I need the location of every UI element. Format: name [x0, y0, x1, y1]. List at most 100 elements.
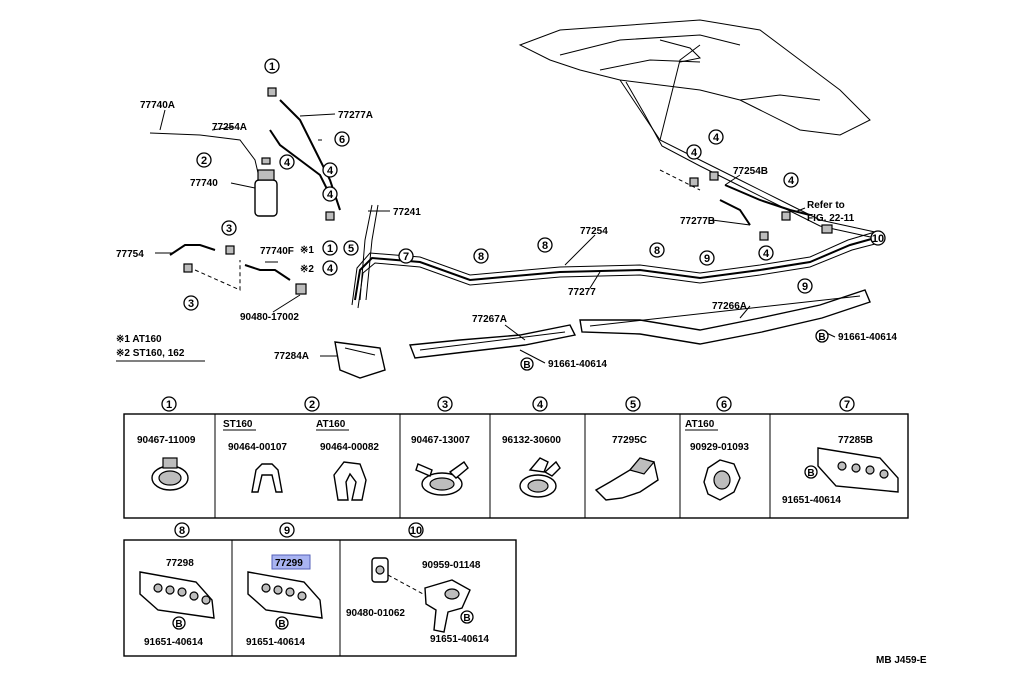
- diagram-circle-markers: 1 2 4 6 4 4 3 5 7 1 4 3 8 8 8 9 9 10 4 4…: [183, 58, 886, 371]
- table-num-6: 6: [716, 396, 732, 412]
- svg-text:10: 10: [410, 525, 422, 537]
- part-90464-00107: 90464-00107: [228, 442, 287, 453]
- table-num-8: 8: [174, 522, 190, 538]
- part-90467-11009: 90467-11009: [137, 435, 196, 446]
- clamp-block-8-icon: [139, 571, 215, 619]
- callout-77266A: 77266A: [712, 301, 747, 312]
- marker-8c: 8: [649, 242, 665, 258]
- vehicle-floor-outline: [518, 19, 871, 136]
- callout-77267A: 77267A: [472, 314, 507, 325]
- table-num-9: 9: [279, 522, 295, 538]
- svg-text:B: B: [278, 619, 285, 630]
- marker-4a: 4: [279, 154, 295, 170]
- marker-4d: 4: [322, 260, 338, 276]
- part-90480-01062: 90480-01062: [346, 608, 405, 619]
- marker-4h: 4: [758, 245, 774, 261]
- charcoal-canister: [254, 179, 278, 217]
- table-num-5: 5: [625, 396, 641, 412]
- fuel-line-bundle: [351, 44, 876, 309]
- highlight-77299: [271, 554, 311, 570]
- svg-text:B: B: [523, 360, 530, 371]
- marker-4b: 4: [322, 162, 338, 178]
- marker-4g: 4: [783, 172, 799, 188]
- bolt-marker-a: B: [520, 357, 534, 371]
- part-90959-01148: 90959-01148: [422, 560, 481, 571]
- protector-77266A: [579, 289, 871, 345]
- svg-text:9: 9: [802, 281, 808, 293]
- star1-mark: ※1: [300, 245, 314, 256]
- svg-text:8: 8: [654, 245, 660, 257]
- part-91651-40614-8: 91651-40614: [144, 637, 203, 648]
- marker-3a: 3: [221, 220, 237, 236]
- svg-text:10: 10: [872, 233, 884, 245]
- marker-9a: 9: [699, 250, 715, 266]
- svg-text:4: 4: [713, 132, 720, 144]
- callout-fig-22-11: FIG. 22-11: [807, 213, 855, 224]
- note-star2: ※2 ST160, 162: [116, 348, 185, 359]
- table-num-2: 2: [304, 396, 320, 412]
- marker-2: 2: [196, 152, 212, 168]
- svg-text:5: 5: [348, 243, 354, 255]
- star2-mark: ※2: [300, 264, 314, 275]
- clamp-10-icon: [424, 579, 471, 633]
- bolt-marker-7: B: [804, 465, 818, 479]
- svg-text:4: 4: [763, 248, 770, 260]
- part-91651-40614-9: 91651-40614: [246, 637, 305, 648]
- bolt-marker-b: B: [815, 329, 829, 343]
- table-num-1: 1: [161, 396, 177, 412]
- svg-text:B: B: [175, 619, 182, 630]
- callout-77254B: 77254B: [733, 166, 768, 177]
- clamp-block-9-icon: [247, 571, 323, 619]
- marker-8a: 8: [473, 248, 489, 264]
- svg-text:4: 4: [537, 399, 544, 411]
- svg-text:B: B: [807, 468, 814, 479]
- part-90464-00082: 90464-00082: [320, 442, 379, 453]
- figure-code: MB J459-E: [876, 655, 927, 666]
- marker-7: 7: [398, 248, 414, 264]
- callout-77277: 77277: [568, 287, 596, 298]
- callout-77740F: 77740F: [260, 246, 294, 257]
- svg-text:3: 3: [442, 399, 448, 411]
- svg-text:9: 9: [704, 253, 710, 265]
- marker-4e: 4: [708, 129, 724, 145]
- bolt-marker-8: B: [172, 616, 186, 630]
- callout-77754: 77754: [116, 249, 144, 260]
- part-77298: 77298: [166, 558, 194, 569]
- header-st160: ST160: [223, 419, 253, 430]
- header-at160-b: AT160: [685, 419, 715, 430]
- part-90467-13007: 90467-13007: [411, 435, 470, 446]
- table-num-4: 4: [532, 396, 548, 412]
- callout-77284A: 77284A: [274, 351, 309, 362]
- svg-text:6: 6: [721, 399, 727, 411]
- svg-text:6: 6: [339, 134, 345, 146]
- svg-text:3: 3: [188, 298, 194, 310]
- marker-1: 1: [264, 58, 280, 74]
- callout-77277B: 77277B: [680, 216, 715, 227]
- part-77299: 77299: [275, 558, 303, 569]
- svg-text:8: 8: [478, 251, 484, 263]
- part-91651-40614-7: 91651-40614: [782, 495, 841, 506]
- svg-text:4: 4: [327, 263, 334, 275]
- svg-text:4: 4: [284, 157, 291, 169]
- callout-90480-17002: 90480-17002: [240, 312, 299, 323]
- callout-91661-40614-b: 91661-40614: [838, 332, 897, 343]
- part-96132-30600: 96132-30600: [502, 435, 561, 446]
- callout-77254: 77254: [580, 226, 608, 237]
- marker-3b: 3: [183, 295, 199, 311]
- table-num-10: 10: [408, 522, 424, 538]
- svg-text:3: 3: [226, 223, 232, 235]
- marker-1b: 1: [322, 240, 338, 256]
- callout-91661-40614-a: 91661-40614: [548, 359, 607, 370]
- protector-77284A: [334, 341, 386, 379]
- marker-9b: 9: [797, 278, 813, 294]
- left-hose-assembly: [149, 87, 341, 295]
- svg-text:B: B: [463, 613, 470, 624]
- svg-text:2: 2: [309, 399, 315, 411]
- bolt-marker-10: B: [460, 610, 474, 624]
- clamp-2a-icon: [251, 463, 283, 493]
- svg-text:4: 4: [788, 175, 795, 187]
- parts-table-row1: 1 2 3 4 5 6 7 90467-11009 ST160 AT160 90…: [123, 396, 909, 519]
- callout-77241: 77241: [393, 207, 421, 218]
- table-num-7: 7: [839, 396, 855, 412]
- marker-6: 6: [334, 131, 350, 147]
